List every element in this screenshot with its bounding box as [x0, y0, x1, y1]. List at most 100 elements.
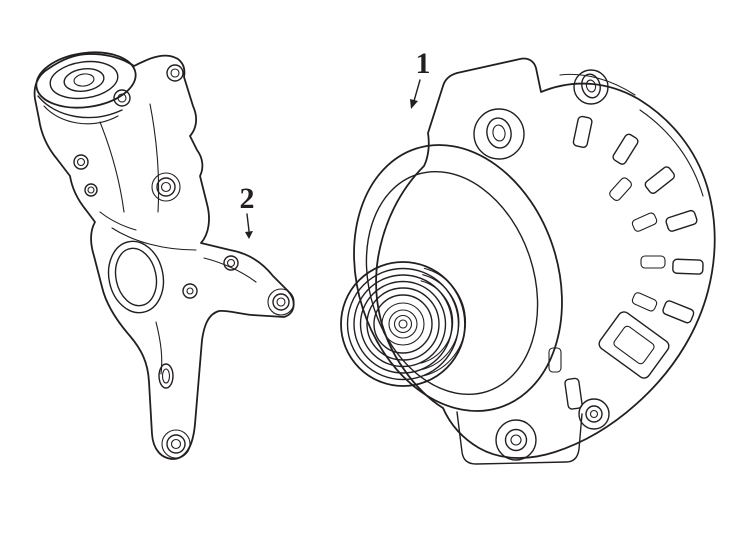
bolt-hole [272, 293, 290, 311]
bracket-opening [107, 240, 165, 314]
pulley-hub [381, 302, 425, 346]
housing-seam [559, 73, 636, 96]
rib-line [111, 227, 197, 251]
shaft-nut [393, 314, 413, 334]
slot-hole [161, 368, 171, 384]
bottom-mount [456, 411, 583, 465]
housing-seam [639, 109, 704, 197]
rib-line [99, 121, 125, 213]
opening-bore [114, 247, 158, 307]
callout-1[interactable]: 1 [410, 47, 431, 109]
bolt-hole [223, 255, 239, 271]
bolt-hole [84, 183, 98, 197]
pulley-hub [373, 294, 433, 354]
bracket-ribs [99, 103, 257, 375]
boss-ring [63, 68, 105, 92]
opening-rim [107, 240, 165, 314]
boss-band [43, 105, 119, 125]
hole-boss [161, 429, 191, 459]
bolt-hole [113, 89, 131, 107]
bolt-hole [166, 64, 184, 82]
bolt-hole [226, 258, 236, 268]
bolt-hole [170, 68, 180, 78]
block-outline [598, 311, 670, 379]
bracket-boss [35, 51, 137, 125]
rib-line [203, 257, 257, 283]
ear-hole [581, 73, 601, 99]
bolt-hole [73, 154, 89, 170]
bolt-hole [87, 186, 95, 194]
rib-line [149, 103, 160, 213]
front-face-inner [365, 170, 539, 396]
bracket-outline [33, 53, 295, 460]
pulley-groove [366, 287, 440, 361]
hole-boss [151, 172, 181, 202]
bolt-hole [170, 438, 182, 450]
pulley-depth-arc [420, 280, 454, 364]
top-mount [473, 108, 525, 160]
pulley-groove [359, 280, 447, 368]
alternator-outline [375, 57, 716, 459]
ear-hole [585, 405, 603, 423]
alternator-illustration [340, 57, 716, 465]
vent-slot [564, 377, 583, 410]
bolt-hole [160, 181, 172, 193]
shaft-nut [398, 319, 408, 329]
ear-lobe [578, 398, 610, 430]
vent-slot [612, 133, 639, 165]
ear-lobe [573, 69, 609, 105]
regulator-block [598, 311, 670, 379]
bolt-hole [276, 297, 286, 307]
bolt-hole [117, 93, 127, 103]
bolt-hole [182, 283, 198, 299]
boss-ring [49, 60, 119, 100]
boss-band [37, 95, 123, 119]
bracket-illustration [33, 51, 295, 460]
pulley-depth-arc [422, 274, 460, 370]
vent-slot [609, 177, 632, 202]
pulley-hub [388, 309, 418, 339]
pulley [340, 261, 467, 387]
vent-slot [548, 347, 562, 373]
vent-slot [631, 212, 658, 232]
vent-slot [640, 255, 666, 269]
rib-line [155, 321, 163, 375]
bolt-hole [76, 157, 86, 167]
mount-hole [492, 124, 506, 142]
callout-2[interactable]: 2 [240, 182, 255, 239]
vent-slot [662, 300, 695, 324]
hole-boss [267, 288, 295, 316]
block-inner [613, 325, 655, 365]
callout-2-leader [246, 213, 250, 232]
rib-line [99, 211, 137, 231]
bracket-holes [73, 64, 295, 459]
vent-slots [548, 115, 704, 410]
mount-hole [504, 428, 528, 452]
vent-slot [672, 258, 704, 275]
callout-1-label[interactable]: 1 [416, 47, 431, 80]
slot-hole [158, 363, 174, 389]
callout-1-arrowhead [410, 99, 418, 109]
ear-hole [585, 79, 597, 93]
vent-slot [631, 292, 658, 312]
pulley-groove [353, 274, 453, 374]
boss-bore [73, 73, 95, 87]
vent-slot [572, 115, 593, 148]
mount-boss [495, 419, 537, 461]
vent-slot [665, 209, 698, 232]
ear-hole [589, 409, 599, 419]
top-right-ear [573, 69, 609, 105]
callout-2-label[interactable]: 2 [240, 182, 255, 215]
bolt-hole [166, 434, 186, 454]
callout-1-leader [413, 79, 421, 102]
foot-outline [456, 411, 583, 465]
bottom-right-ear [578, 398, 610, 430]
boss-ring [35, 51, 137, 109]
mount-boss [473, 108, 525, 160]
bolt-hole [186, 287, 194, 295]
mount-hole [510, 434, 522, 446]
pulley-depth-arc [423, 267, 467, 377]
bolt-hole [156, 177, 176, 197]
